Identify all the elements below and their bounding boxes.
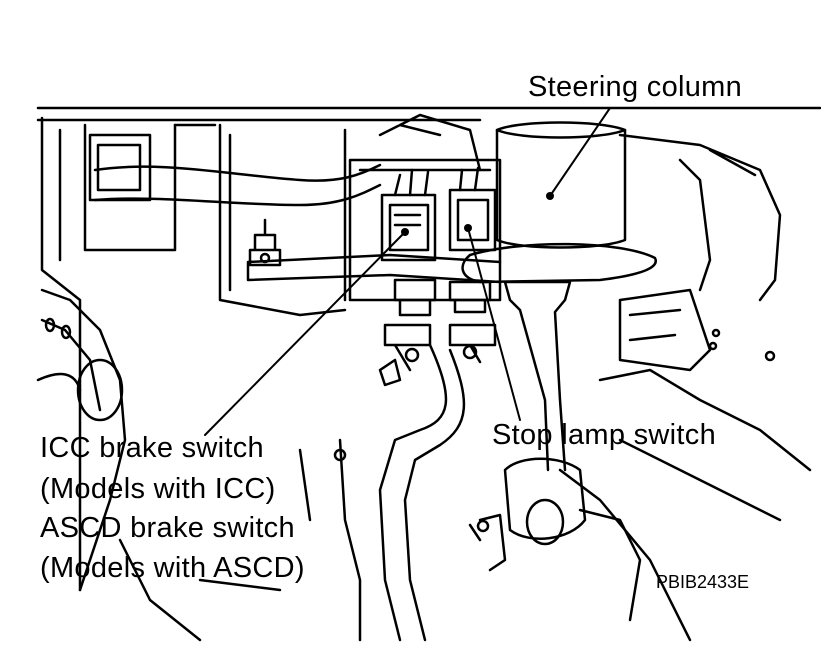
steering-shaft [503,280,572,472]
steering-column-label: Steering column [528,71,743,103]
left-dash-panel [40,116,177,592]
icc-brake-switch-label: ICC brake switch [40,432,264,464]
steering-column-body [495,121,627,249]
brake-pedal-lever [378,343,466,642]
models-with-ascd-label: (Models with ASCD) [40,552,305,584]
figure-code: PBIB2433E [656,572,750,592]
lower-assembly [503,457,587,540]
right-floor [558,368,812,642]
lower-round-fitting [525,498,565,546]
models-with-icc-label: (Models with ICC) [40,473,276,505]
central-block [348,158,502,302]
switch-lower-bodies [383,323,497,372]
leader-icc-brake-switch [204,231,406,436]
leader-steering-column [549,107,611,197]
left-small-holes [44,317,72,340]
pointer-dot-stop-lamp-switch [464,224,472,232]
ascd-brake-switch-label: ASCD brake switch [40,512,295,544]
middle-frame [173,123,347,317]
floor-lines [118,438,362,642]
lever-pivot [378,358,402,387]
leader-stop-lamp-switch [467,227,521,421]
bolt-left [248,218,282,267]
pointer-dot-icc-brake-switch [401,228,409,236]
dash-top-edge [36,106,821,122]
left-round-part [76,358,124,422]
pedal-arm [246,253,502,284]
steering-column-flange [461,242,657,284]
left-hose [93,163,382,207]
connector-wires [393,166,480,197]
right-dash-panel [618,133,782,302]
right-bracket [618,288,712,372]
pointer-dot-steering-column [546,192,554,200]
icc-switch-connector [380,193,437,262]
switch-plungers [393,278,492,317]
stop-lamp-switch-label: Stop lamp switch [492,419,716,451]
upper-bracket [378,113,482,172]
